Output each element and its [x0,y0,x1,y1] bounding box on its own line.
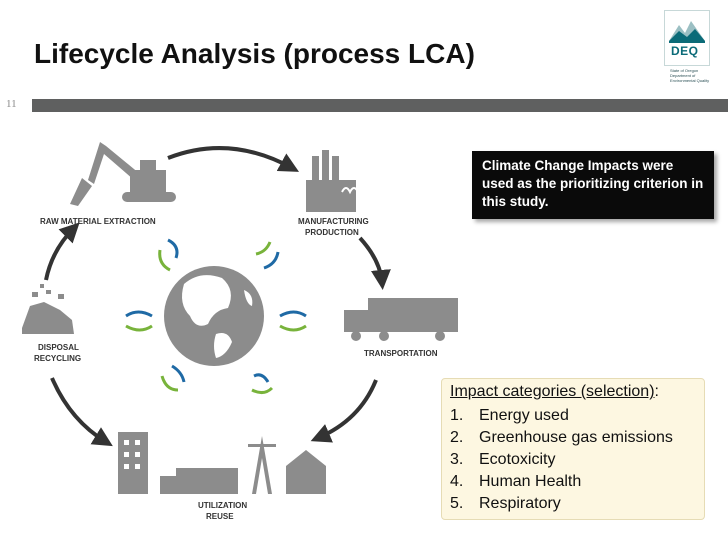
cycle-arrow-extraction-to-manufacturing [167,146,300,172]
list-item-text: Energy used [479,407,569,424]
deq-logo-box: DEQ [664,10,710,66]
rubble-pile-icon [22,284,74,334]
exchange-arrow-bottom-left [160,364,186,392]
list-item: 1. Energy used [450,405,673,427]
exchange-arrow-top-left [158,238,179,272]
list-item-number: 4. [450,473,464,490]
list-item: 3. Ecotoxicity [450,449,673,471]
buildings-truck-tower-house-icon [118,432,326,494]
stage-label-reuse: REUSE [206,512,234,521]
stage-label-transportation: TRANSPORTATION [364,349,438,358]
exchange-arrow-bottom-right [251,373,274,395]
slide-number: 11 [6,98,17,110]
globe-icon [164,266,264,366]
callout-box: Climate Change Impacts were used as the … [472,151,714,219]
lifecycle-diagram: RAW MATERIAL EXTRACTION MANUFACTURING PR… [22,142,458,521]
factory-icon [306,150,359,212]
impact-heading-colon: : [654,383,659,400]
deq-logo: DEQ State of Oregon Department of Enviro… [664,10,720,94]
stage-label-raw-material-extraction: RAW MATERIAL EXTRACTION [40,217,156,226]
cycle-arrow-manufacturing-to-transportation [358,236,391,290]
list-item: 2. Greenhouse gas emissions [450,427,673,449]
list-item-text: Human Health [479,473,582,490]
list-item: 5. Respiratory [450,493,673,515]
deq-mountain-logo-icon [669,21,705,43]
list-item-number: 1. [450,407,464,424]
impact-heading: Impact categories (selection): [450,383,659,401]
callout-text: Climate Change Impacts were used as the … [482,158,704,209]
list-item-number: 5. [450,495,464,512]
cycle-arrow-disposal-to-utilization [50,377,113,447]
title-divider-bar [32,99,728,112]
exchange-arrow-left [125,310,153,332]
exchange-arrow-top-right [255,241,280,270]
list-item-text: Ecotoxicity [479,451,556,468]
deq-logo-text: DEQ [671,44,699,58]
stage-label-disposal: DISPOSAL [38,343,79,352]
list-item-text: Respiratory [479,495,561,512]
impact-list: 1. Energy used 2. Greenhouse gas emissions… [450,405,673,515]
deq-logo-subtitle: State of Oregon Department of Environmen… [670,68,710,83]
truck-icon [344,298,458,341]
slide-title: Lifecycle Analysis (process LCA) [34,38,475,69]
cycle-arrow-disposal-to-extraction [44,222,80,281]
excavator-icon [70,142,176,206]
exchange-arrow-right [279,310,307,332]
cycle-arrow-transportation-to-utilization [310,379,378,443]
impact-heading-text: Impact categories (selection) [450,383,655,400]
stage-label-production: PRODUCTION [305,228,359,237]
list-item-number: 3. [450,451,464,468]
list-item-number: 2. [450,429,464,446]
stage-label-recycling: RECYCLING [34,354,81,363]
stage-label-manufacturing: MANUFACTURING [298,217,369,226]
list-item: 4. Human Health [450,471,673,493]
impact-categories-box: Impact categories (selection): 1. Energy … [441,378,705,520]
list-item-text: Greenhouse gas emissions [479,429,673,446]
stage-label-utilization: UTILIZATION [198,501,247,510]
